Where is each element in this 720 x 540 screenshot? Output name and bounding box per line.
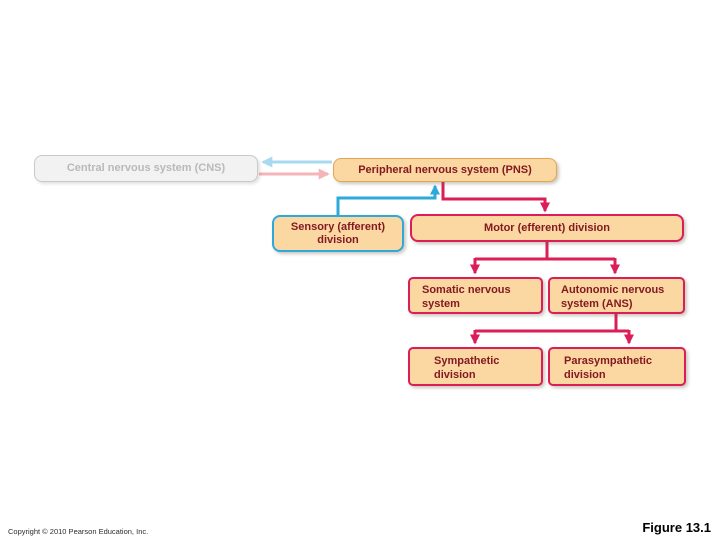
copyright-notice: Copyright © 2010 Pearson Education, Inc. xyxy=(8,527,149,536)
node-somatic-nervous-system: Somatic nervous system xyxy=(408,277,543,314)
node-parasympathetic-division: Parasympathetic division xyxy=(548,347,686,386)
connector-ans-split-trunk xyxy=(475,313,629,333)
node-sympathetic-division-label: Sympathetic division xyxy=(434,355,500,381)
node-peripheral-nervous-system: Peripheral nervous system (PNS) xyxy=(333,158,557,182)
node-motor-efferent-division-label: Motor (efferent) division xyxy=(484,221,610,234)
node-autonomic-nervous-system-label: Autonomic nervous system (ANS) xyxy=(561,284,665,310)
figure-caption: Figure 13.1 xyxy=(642,520,711,535)
node-sympathetic-division: Sympathetic division xyxy=(408,347,543,386)
node-somatic-nervous-system-label: Somatic nervous system xyxy=(422,284,511,310)
node-central-nervous-system: Central nervous system (CNS) xyxy=(34,155,258,182)
connector-motor-split-trunk xyxy=(475,241,615,261)
node-autonomic-nervous-system: Autonomic nervous system (ANS) xyxy=(548,277,685,314)
node-parasympathetic-division-label: Parasympathetic division xyxy=(564,355,653,381)
node-motor-efferent-division: Motor (efferent) division xyxy=(410,214,684,242)
connector-pns-to-motor xyxy=(441,181,550,213)
node-sensory-afferent-division: Sensory (afferent) division xyxy=(272,215,404,252)
node-sensory-afferent-division-label: Sensory (afferent) division xyxy=(290,220,386,246)
node-central-nervous-system-label: Central nervous system (CNS) xyxy=(66,162,226,174)
node-peripheral-nervous-system-label: Peripheral nervous system (PNS) xyxy=(358,163,532,176)
connector-sensory-to-pns xyxy=(336,184,440,215)
